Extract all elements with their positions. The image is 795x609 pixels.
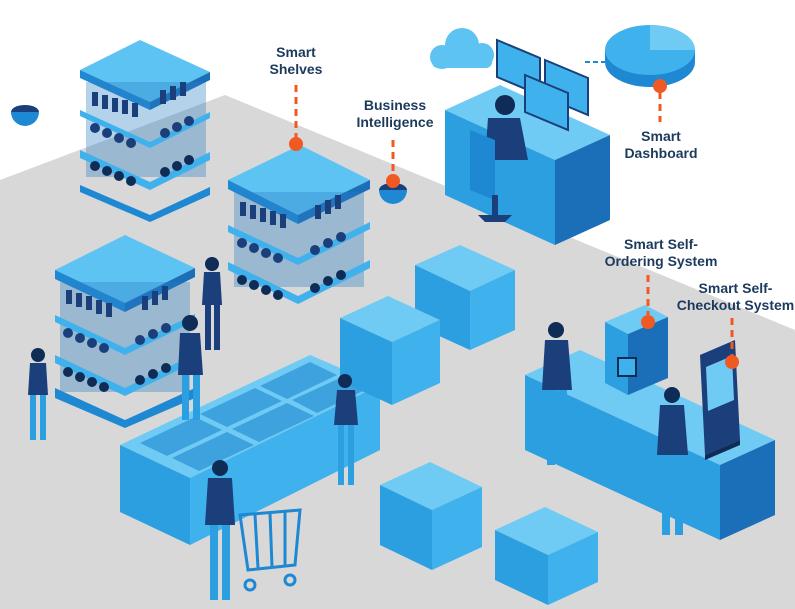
self-checkout-kiosk xyxy=(700,340,740,460)
label-self-checkout: Smart Self- Checkout System xyxy=(676,280,795,313)
dashboard-workstation xyxy=(445,38,610,245)
freezer-bottom xyxy=(495,507,598,605)
label-smart-dashboard: Smart Dashboard xyxy=(624,128,698,161)
camera-icon xyxy=(379,183,407,204)
connector-smart-dashboard xyxy=(653,79,667,122)
shopper-figure xyxy=(28,348,48,440)
cloud-icon xyxy=(430,28,494,69)
shopping-cart-icon xyxy=(238,508,302,592)
freezer-middle xyxy=(340,296,440,405)
shopper-figure xyxy=(205,460,235,600)
label-self-ordering: Smart Self- Ordering System xyxy=(604,236,718,269)
shelf-unit-top xyxy=(80,40,210,222)
produce-display xyxy=(120,355,380,545)
freezer-lower xyxy=(380,462,482,570)
connector-business-intelligence xyxy=(386,140,400,188)
shelf-unit-lower xyxy=(55,235,195,428)
pie-chart-icon xyxy=(585,25,695,87)
operator-figure xyxy=(470,95,528,222)
shopper-figure xyxy=(202,257,222,350)
camera-icon xyxy=(11,105,39,126)
shopper-figure xyxy=(178,315,203,420)
label-business-intelligence: Business Intelligence xyxy=(356,97,434,130)
connector-smart-shelves xyxy=(289,85,303,151)
shopper-figure xyxy=(334,374,358,485)
label-smart-shelves: Smart Shelves xyxy=(269,44,323,77)
self-ordering-kiosk xyxy=(605,305,668,395)
connector-self-checkout xyxy=(725,318,739,369)
shopper-figure xyxy=(542,322,572,465)
connector-self-ordering xyxy=(641,275,655,329)
shelf-unit-middle xyxy=(228,145,370,304)
shopper-figure xyxy=(657,387,688,535)
